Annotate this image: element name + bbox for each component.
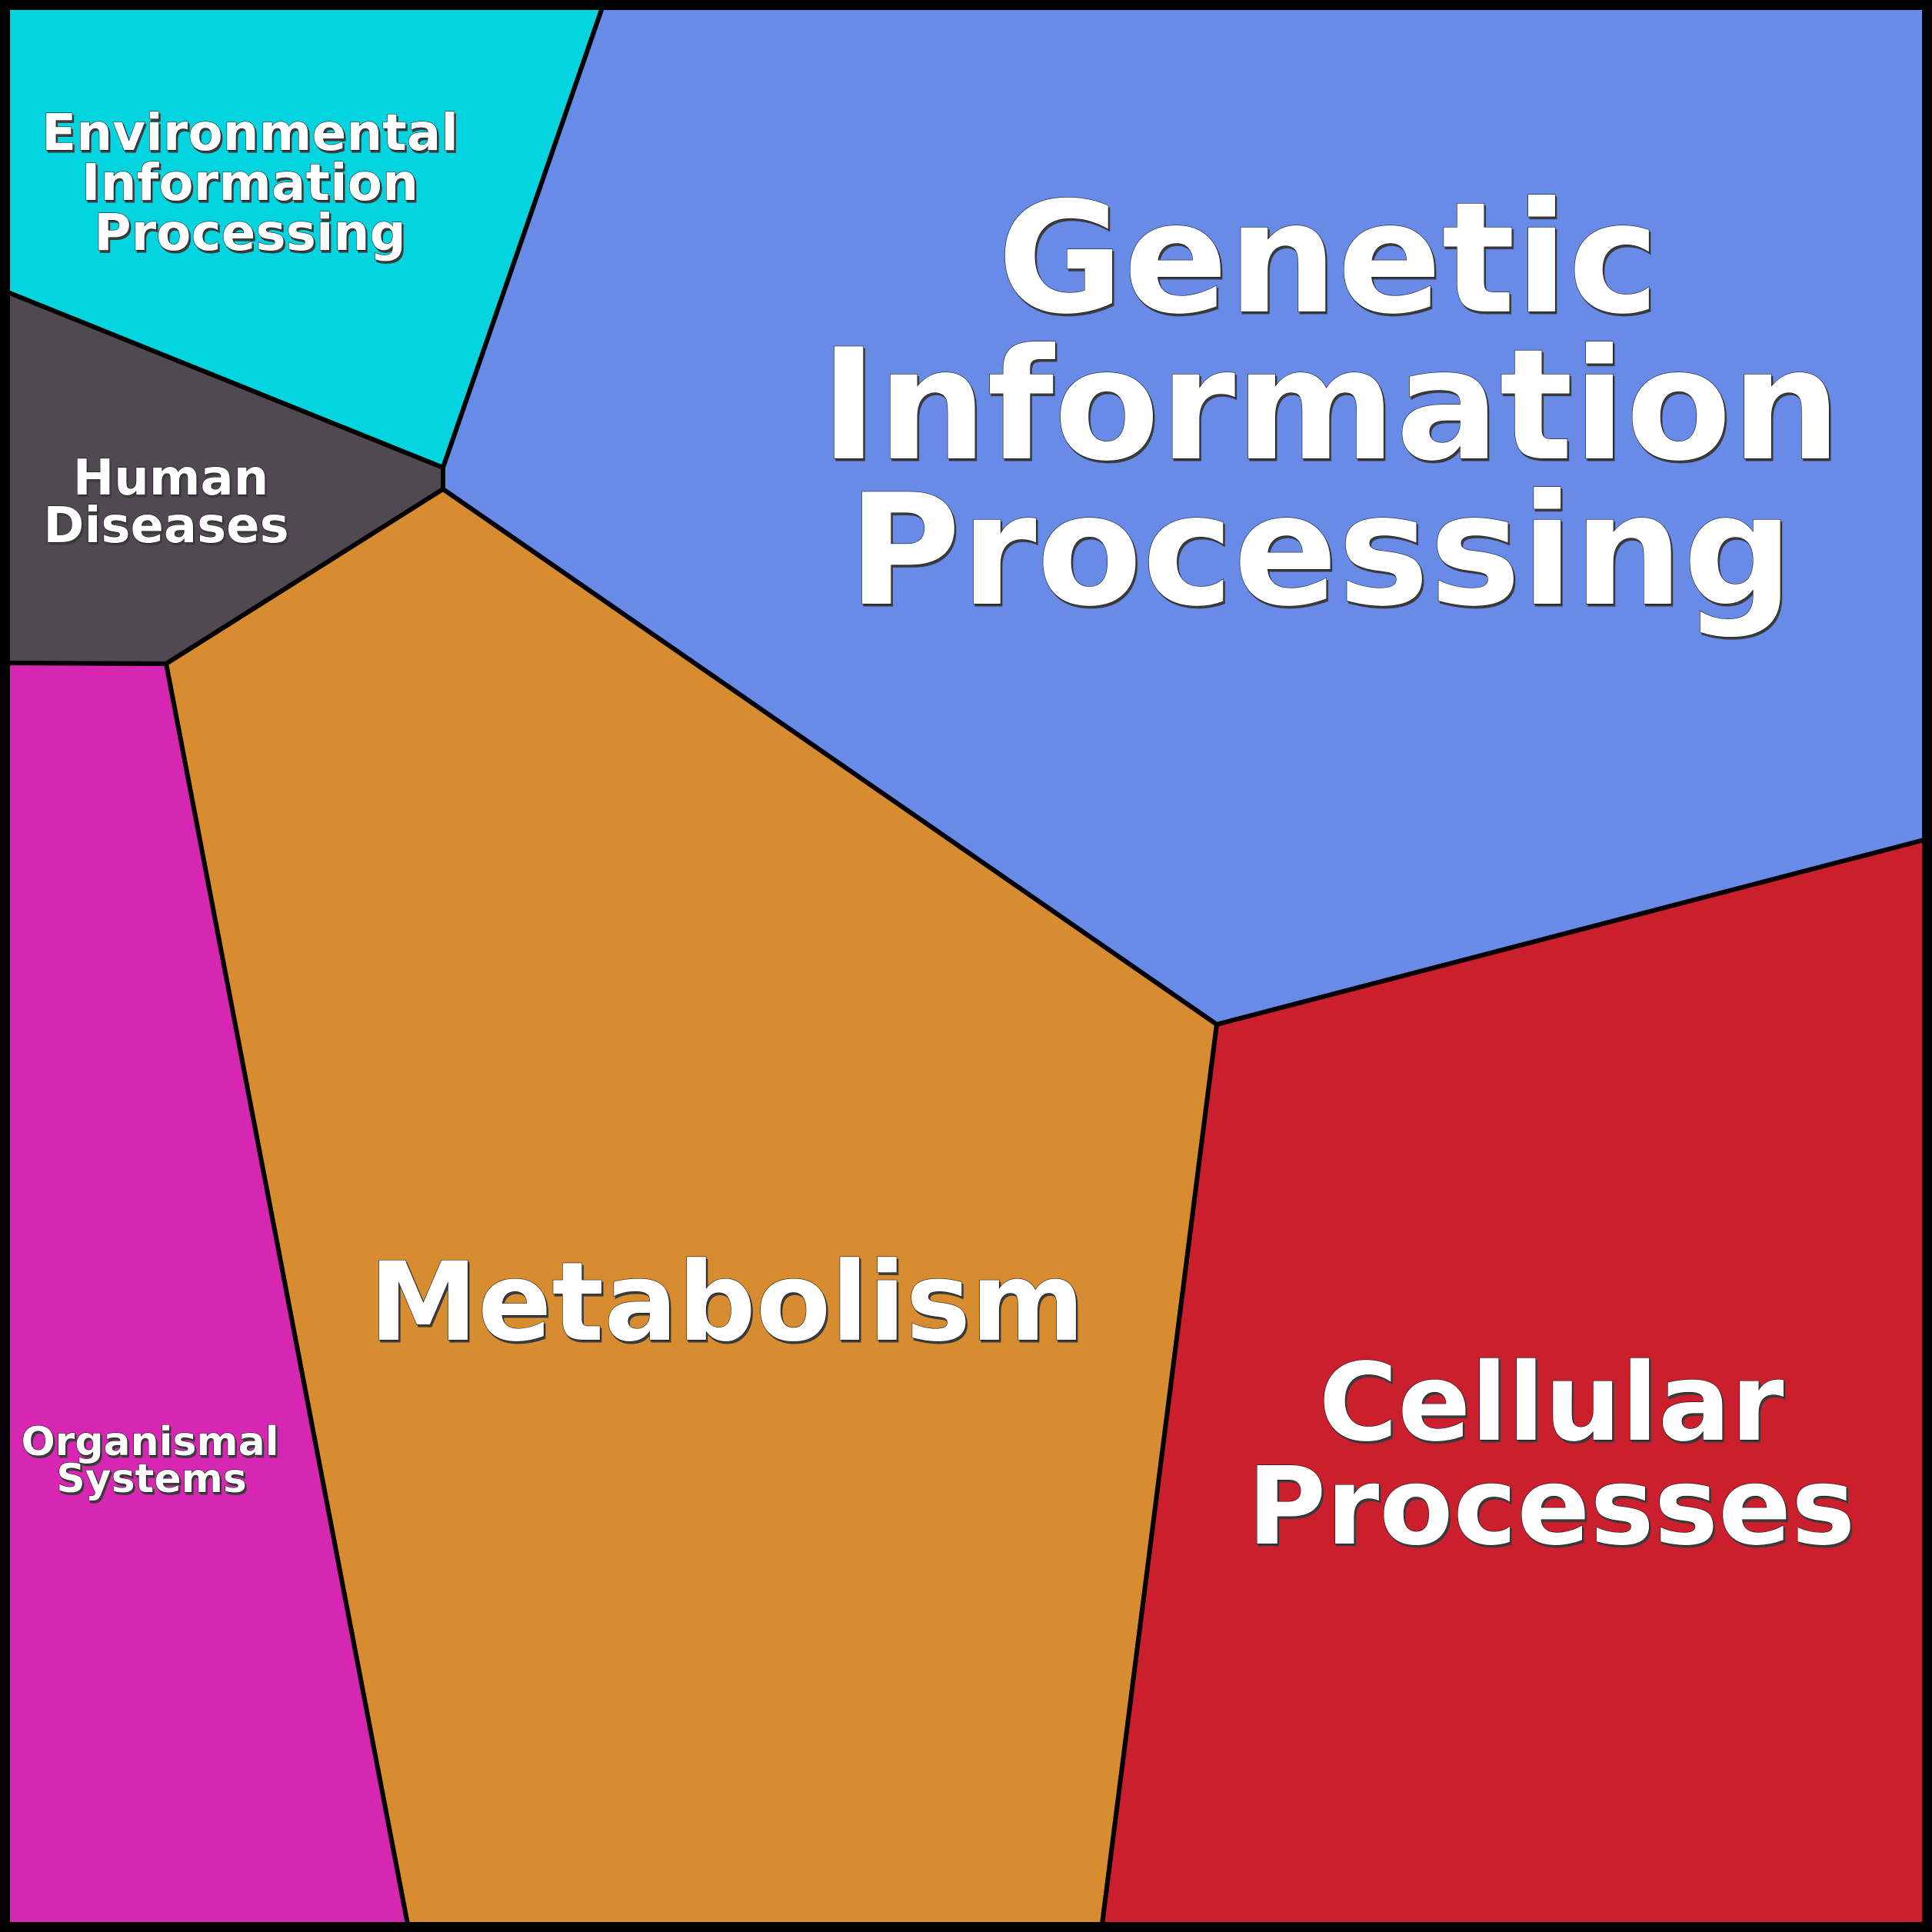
cell-label-line: Systems [56, 1456, 247, 1502]
cell-label-line: Human [73, 450, 269, 507]
cell-label-line: Genetic [998, 169, 1660, 348]
cell-cellular-processes[interactable]: Cellular Processes [1100, 838, 1927, 1927]
cell-label-line: Processing [848, 461, 1793, 641]
cell-genetic-information-processing[interactable]: Genetic Information Processing [441, 5, 1927, 1027]
cell-label-line: Information [820, 316, 1840, 495]
cell-label-line: Diseases [43, 498, 288, 555]
cell-human-diseases[interactable]: Human Diseases [5, 290, 445, 666]
cell-label-line: Environmental [42, 103, 458, 162]
cell-label-line: Processing [94, 203, 406, 262]
cell-label-line: Processes [1247, 1444, 1856, 1570]
cell-label-line: Metabolism [369, 1239, 1084, 1366]
cell-label-line: Organismal [21, 1419, 278, 1465]
cell-label-line: Cellular [1319, 1341, 1784, 1466]
cell-label-line: Information [82, 153, 418, 212]
